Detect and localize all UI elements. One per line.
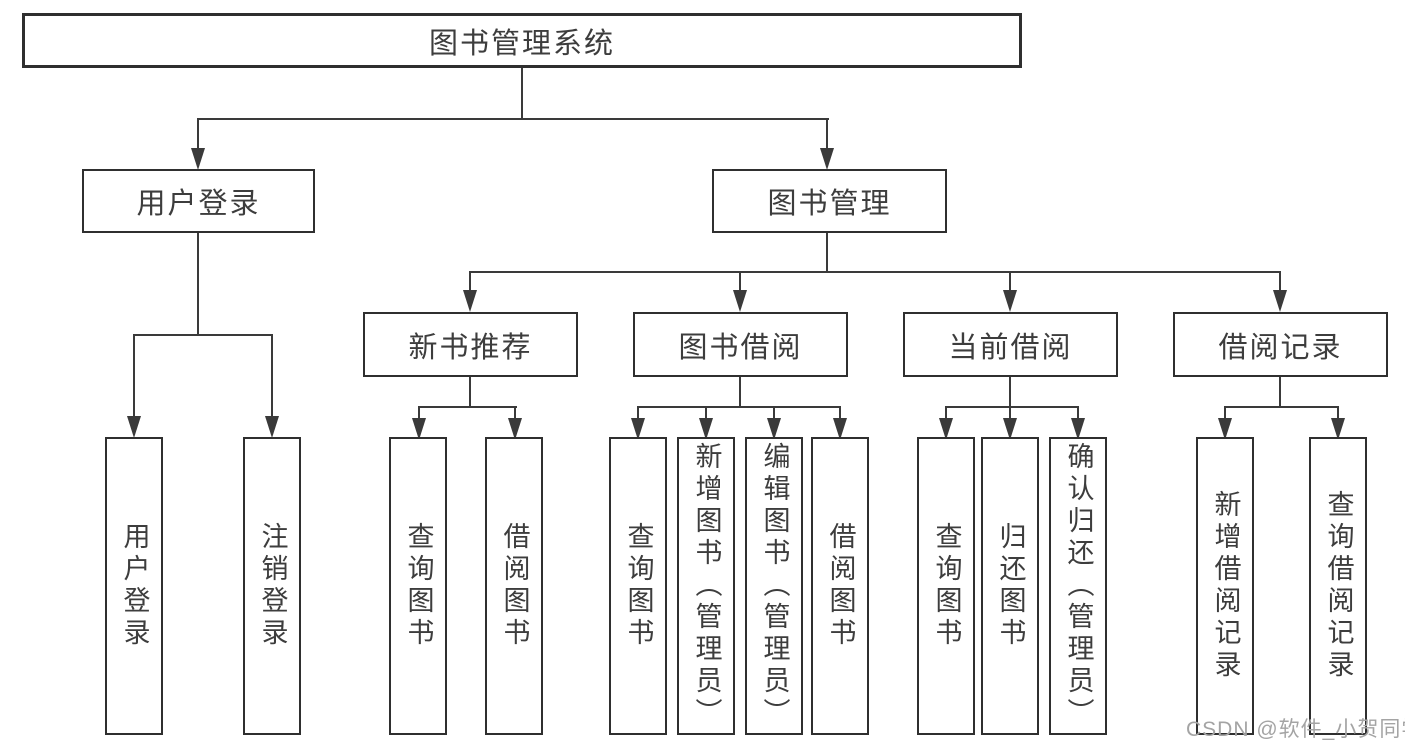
leaf-query-books: 查询图书 bbox=[609, 437, 667, 735]
node-root-system: 图书管理系统 bbox=[22, 13, 1022, 68]
arrow-down-icon bbox=[463, 290, 477, 312]
node-label: 图书管理系统 bbox=[428, 27, 615, 60]
connector-line bbox=[197, 118, 829, 120]
connector-line bbox=[133, 334, 135, 418]
connector-line bbox=[637, 406, 639, 420]
node-label: 图书借阅 bbox=[678, 331, 803, 364]
connector-line bbox=[1279, 377, 1281, 407]
connector-line bbox=[637, 406, 841, 408]
connector-line bbox=[826, 118, 828, 150]
connector-line bbox=[705, 406, 707, 420]
leaf-label: 查询图书 bbox=[931, 522, 962, 650]
connector-line bbox=[1279, 271, 1281, 292]
connector-line bbox=[1009, 377, 1011, 407]
arrow-down-icon bbox=[1003, 290, 1017, 312]
leaf-borrow-books: 借阅图书 bbox=[811, 437, 869, 735]
connector-line bbox=[1224, 406, 1339, 408]
arrow-down-icon bbox=[733, 290, 747, 312]
arrow-down-icon bbox=[1331, 418, 1345, 440]
leaf-label: 注销登录 bbox=[257, 522, 288, 650]
connector-line bbox=[197, 233, 199, 335]
arrow-down-icon bbox=[767, 418, 781, 440]
leaf-user-login: 用户登录 bbox=[105, 437, 163, 735]
leaf-borrow-books: 借阅图书 bbox=[485, 437, 543, 735]
leaf-return-books: 归还图书 bbox=[981, 437, 1039, 735]
connector-line bbox=[418, 406, 517, 408]
connector-line bbox=[1337, 406, 1339, 420]
leaf-logout: 注销登录 bbox=[243, 437, 301, 735]
leaf-confirm-return-admin: 确认归还（管理员） bbox=[1049, 437, 1107, 735]
node-new-book-recommend: 新书推荐 bbox=[363, 312, 578, 377]
leaf-edit-books-admin: 编辑图书（管理员） bbox=[745, 437, 803, 735]
arrow-down-icon bbox=[820, 148, 834, 170]
arrow-down-icon bbox=[833, 418, 847, 440]
connector-line bbox=[469, 271, 1281, 273]
arrow-down-icon bbox=[265, 416, 279, 438]
node-current-borrow: 当前借阅 bbox=[903, 312, 1118, 377]
connector-line bbox=[1009, 406, 1011, 420]
node-label: 借阅记录 bbox=[1218, 331, 1343, 364]
leaf-label: 借阅图书 bbox=[499, 522, 530, 650]
arrow-down-icon bbox=[127, 416, 141, 438]
arrow-down-icon bbox=[939, 418, 953, 440]
connector-line bbox=[418, 406, 420, 420]
leaf-add-books-admin: 新增图书（管理员） bbox=[677, 437, 735, 735]
connector-line bbox=[469, 271, 471, 292]
leaf-label: 归还图书 bbox=[995, 522, 1026, 650]
leaf-label: 确认归还（管理员） bbox=[1063, 442, 1094, 730]
connector-line bbox=[945, 406, 947, 420]
node-borrow-records: 借阅记录 bbox=[1173, 312, 1388, 377]
connector-line bbox=[773, 406, 775, 420]
leaf-query-books: 查询图书 bbox=[389, 437, 447, 735]
node-book-borrow: 图书借阅 bbox=[633, 312, 848, 377]
arrow-down-icon bbox=[191, 148, 205, 170]
leaf-label: 借阅图书 bbox=[825, 522, 856, 650]
arrow-down-icon bbox=[412, 418, 426, 440]
node-user-login: 用户登录 bbox=[82, 169, 315, 233]
connector-line bbox=[839, 406, 841, 420]
connector-line bbox=[1077, 406, 1079, 420]
connector-line bbox=[826, 233, 828, 272]
node-label: 当前借阅 bbox=[948, 331, 1073, 364]
connector-line bbox=[945, 406, 1079, 408]
arrow-down-icon bbox=[631, 418, 645, 440]
arrow-down-icon bbox=[1273, 290, 1287, 312]
node-label: 用户登录 bbox=[136, 188, 261, 220]
node-label: 新书推荐 bbox=[408, 331, 533, 364]
connector-line bbox=[271, 334, 273, 418]
leaf-label: 查询借阅记录 bbox=[1323, 490, 1354, 682]
leaf-label: 查询图书 bbox=[623, 522, 654, 650]
arrow-down-icon bbox=[699, 418, 713, 440]
leaf-label: 新增图书（管理员） bbox=[691, 442, 722, 730]
watermark-text: CSDN @软件_小贺同学 bbox=[1186, 718, 1405, 741]
connector-line bbox=[521, 68, 523, 119]
arrow-down-icon bbox=[1003, 418, 1017, 440]
connector-line bbox=[1224, 406, 1226, 420]
arrow-down-icon bbox=[1218, 418, 1232, 440]
connector-line bbox=[469, 377, 471, 407]
leaf-label: 查询图书 bbox=[403, 522, 434, 650]
connector-line bbox=[739, 271, 741, 292]
leaf-label: 用户登录 bbox=[119, 522, 150, 650]
connector-line bbox=[197, 118, 199, 150]
leaf-label: 编辑图书（管理员） bbox=[759, 442, 790, 730]
leaf-label: 新增借阅记录 bbox=[1210, 490, 1241, 682]
connector-line bbox=[1009, 271, 1011, 292]
connector-line bbox=[739, 377, 741, 407]
leaf-add-borrow-record: 新增借阅记录 bbox=[1196, 437, 1254, 735]
node-label: 图书管理 bbox=[767, 188, 892, 220]
leaf-query-books: 查询图书 bbox=[917, 437, 975, 735]
arrow-down-icon bbox=[1071, 418, 1085, 440]
connector-line bbox=[514, 406, 516, 420]
leaf-query-borrow-record: 查询借阅记录 bbox=[1309, 437, 1367, 735]
connector-line bbox=[133, 334, 273, 336]
arrow-down-icon bbox=[508, 418, 522, 440]
node-book-management: 图书管理 bbox=[712, 169, 947, 233]
